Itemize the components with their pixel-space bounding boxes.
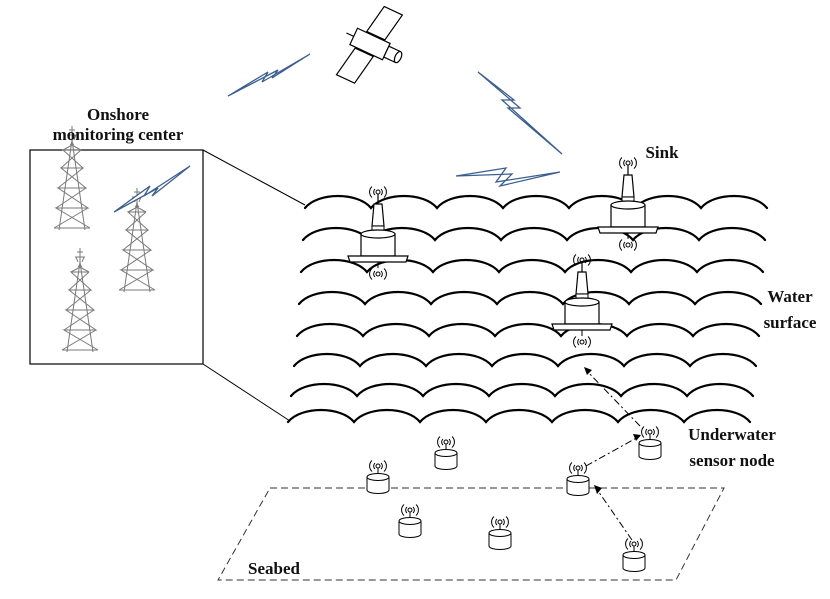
- relay-arrowheads: [584, 367, 641, 494]
- sensor-nodes: [367, 427, 661, 572]
- onshore-label-line1: Onshore: [87, 105, 149, 124]
- water-surface-label-line1: Water: [767, 287, 813, 306]
- buoy-sink-icon: [598, 158, 658, 251]
- seabed-label: Seabed: [248, 559, 301, 578]
- onshore-panel: [29, 125, 306, 422]
- sensor-node-label-line1: Underwater: [688, 425, 776, 444]
- sensor-node-icon: [623, 539, 645, 572]
- relay-paths: [585, 369, 641, 541]
- lightning-link-icon: [455, 167, 561, 188]
- satellite-icon: [335, 5, 404, 84]
- sensor-node-icon: [489, 517, 511, 550]
- water-waves: [286, 194, 769, 424]
- sensor-node-icon: [567, 463, 589, 496]
- onshore-label-line2: monitoring center: [53, 125, 184, 144]
- sensor-node-label-line2: sensor node: [689, 451, 775, 470]
- water-surface-label-line2: surface: [764, 313, 817, 332]
- sensor-node-icon: [639, 427, 661, 460]
- sensor-node-icon: [367, 461, 389, 494]
- sensor-node-icon: [435, 437, 457, 470]
- lightning-link-icon: [477, 71, 563, 155]
- communication-links: [113, 53, 563, 213]
- sink-label: Sink: [645, 143, 679, 162]
- lightning-link-icon: [113, 165, 191, 213]
- labels: Onshore monitoring center Sink Water sur…: [53, 105, 817, 578]
- lightning-link-icon: [227, 53, 311, 97]
- sensor-node-icon: [399, 505, 421, 538]
